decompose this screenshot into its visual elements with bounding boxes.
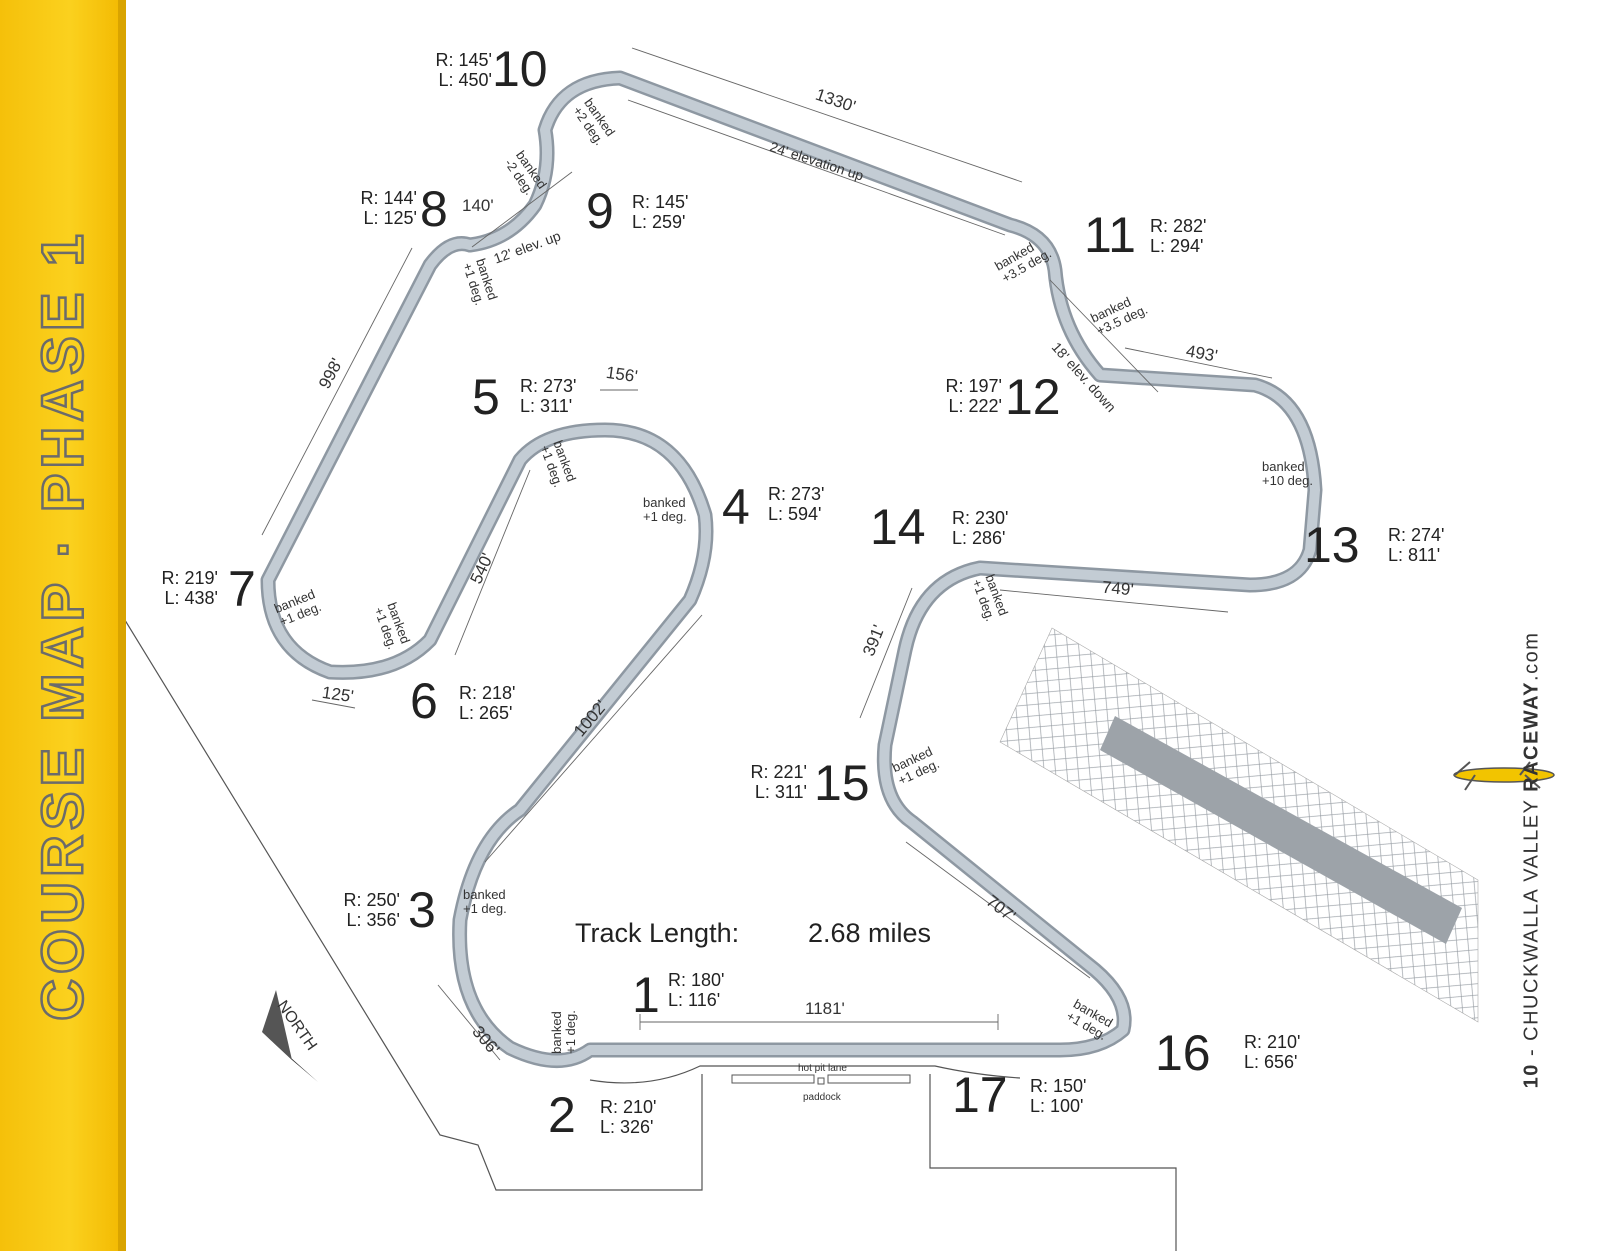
turn-radius-length: R: 218'L: 265' xyxy=(459,683,516,723)
distance-label: 156' xyxy=(604,362,639,387)
turn-number: 12 xyxy=(1005,369,1061,425)
turn-radius-length: R: 197'L: 222' xyxy=(945,376,1002,416)
banking-label: banked+1 deg. xyxy=(643,495,687,524)
gecko-logo-icon xyxy=(1453,761,1555,791)
turn-number: 14 xyxy=(870,499,926,555)
turn-radius-length: R: 230'L: 286' xyxy=(952,508,1009,548)
turn-radius-length: R: 210'L: 656' xyxy=(1244,1032,1301,1072)
pit-building xyxy=(817,1077,825,1085)
turn-radius-length: R: 210'L: 326' xyxy=(600,1097,657,1137)
paddock-label: paddock xyxy=(803,1092,841,1103)
turn-number: 2 xyxy=(548,1087,576,1143)
property-boundary-line xyxy=(929,1074,1177,1251)
sidebar-edge xyxy=(118,0,126,1251)
turn-number: 3 xyxy=(408,882,436,938)
north-arrow-icon xyxy=(262,990,318,1082)
turn-number: 16 xyxy=(1155,1025,1211,1081)
turn-number: 17 xyxy=(952,1067,1008,1123)
turn-radius-length: R: 282'L: 294' xyxy=(1150,216,1207,256)
turn-radius-length: R: 144'L: 125' xyxy=(360,188,417,228)
distance-label: 140' xyxy=(462,196,494,215)
dimension-lines xyxy=(261,47,1273,1061)
turn-number: 4 xyxy=(722,479,750,535)
track-length-value: 2.68 miles xyxy=(808,918,932,948)
track-length-label: Track Length: xyxy=(575,918,740,948)
race-track xyxy=(260,70,1323,1085)
banking-label: banked+1 deg. xyxy=(548,1010,578,1054)
turn-radius-length: R: 180'L: 116' xyxy=(668,970,725,1010)
banking-label: banked+1 deg. xyxy=(463,887,507,916)
page-title: COURSE MAP · PHASE 1 xyxy=(29,228,97,1022)
sidebar: COURSE MAP · PHASE 1 xyxy=(0,0,126,1251)
turn-radius-length: R: 145'L: 450' xyxy=(435,50,492,90)
turn-number: 15 xyxy=(814,755,870,811)
turn-number: 9 xyxy=(586,183,614,239)
turn-number: 7 xyxy=(228,561,256,617)
turn-radius-length: R: 250'L: 356' xyxy=(343,890,400,930)
footer: 10 - CHUCKWALLA VALLEY RACEWAY.com xyxy=(1520,631,1543,1089)
turn-number: 13 xyxy=(1304,517,1360,573)
turn-radius-length: R: 273'L: 311' xyxy=(520,376,577,416)
pit-lane-label: hot pit lane xyxy=(798,1063,847,1074)
turn-radius-length: R: 219'L: 438' xyxy=(161,568,218,608)
turn-number: 5 xyxy=(472,369,500,425)
distance-label: 125' xyxy=(320,682,355,707)
property-boundary-line xyxy=(126,620,703,1191)
pit-lane xyxy=(589,1065,1021,1084)
turn-number: 8 xyxy=(420,181,448,237)
turn-radius-length: R: 273'L: 594' xyxy=(768,484,825,524)
turn-number: 1 xyxy=(632,967,660,1023)
pit-building xyxy=(731,1074,815,1084)
turn-radius-length: R: 150'L: 100' xyxy=(1030,1076,1087,1116)
turn-number: 10 xyxy=(492,41,548,97)
pit-building xyxy=(827,1074,911,1084)
turn-radius-length: R: 221'L: 311' xyxy=(750,762,807,802)
runway-strip xyxy=(1100,716,1462,944)
turn-number: 11 xyxy=(1084,207,1136,263)
banking-label: banked+10 deg. xyxy=(1262,459,1313,488)
track-surface xyxy=(263,73,1320,1066)
turn-radius-length: R: 274'L: 811' xyxy=(1388,525,1445,565)
distance-label: 1181' xyxy=(805,999,845,1018)
course-map xyxy=(126,47,1555,1251)
turn-radius-length: R: 145'L: 259' xyxy=(632,192,689,232)
turn-number: 6 xyxy=(410,673,438,729)
distance-label: 749' xyxy=(1101,577,1135,600)
